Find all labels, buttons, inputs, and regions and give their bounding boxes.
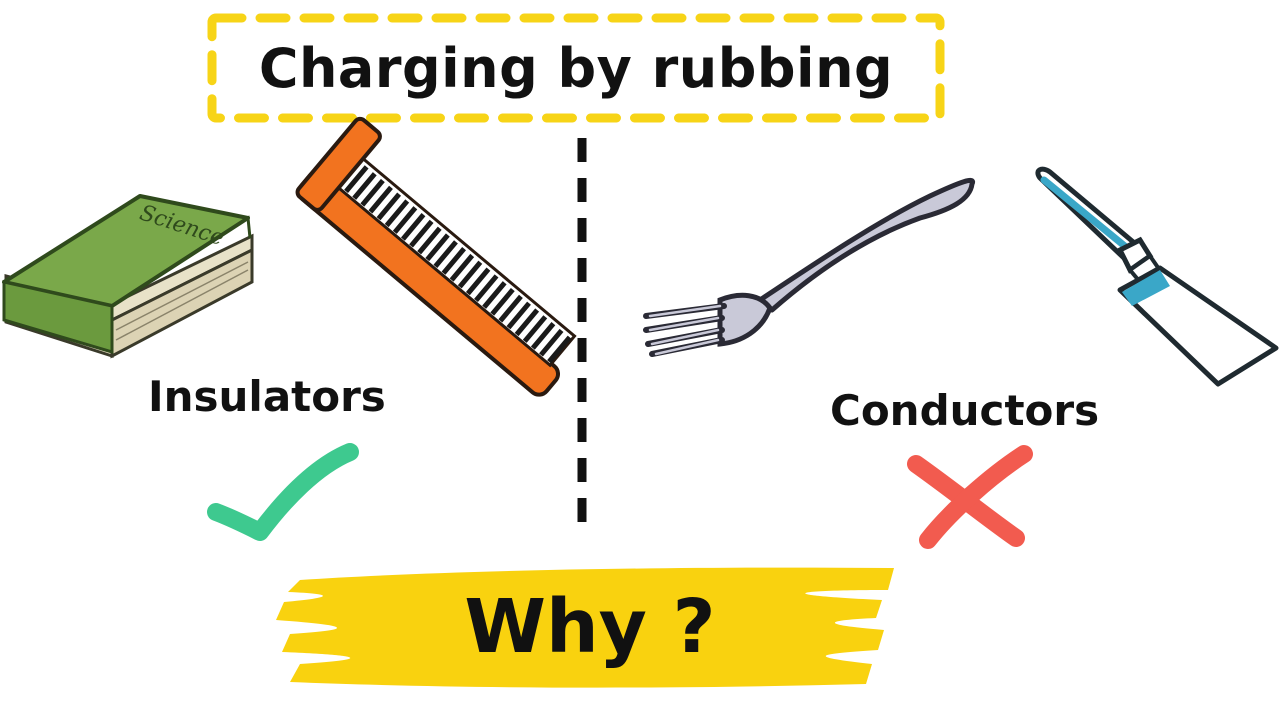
comb-tooth [465, 267, 491, 296]
comb-tooth [522, 315, 548, 343]
comb-tooth [474, 274, 499, 303]
comb-tooth [449, 253, 475, 282]
comb-tooth [352, 172, 377, 200]
comb-tooth [498, 294, 523, 323]
comb-tooth [417, 226, 442, 255]
comb-tooth [360, 178, 385, 207]
comb-tooth [482, 281, 507, 309]
insulators-label: Insulators [148, 372, 386, 421]
comb-tooth [506, 301, 531, 330]
comb-tooth [368, 185, 393, 214]
comb-tooth [376, 192, 402, 221]
comb-tooth [530, 322, 556, 350]
comb-tooth [425, 233, 450, 262]
comb-tooth [433, 240, 458, 268]
comb-tooth [457, 260, 483, 289]
comb-tooth [384, 199, 410, 228]
comb-tooth [441, 247, 466, 275]
page-title: Charging by rubbing [258, 36, 894, 100]
question-text: Why ? [464, 584, 716, 670]
comb-tooth [514, 308, 540, 337]
comb-tooth [392, 206, 418, 234]
comb-tooth [400, 212, 426, 241]
comb-tooth [344, 165, 369, 194]
comb-tooth [409, 219, 434, 248]
conductors-label: Conductors [830, 386, 1100, 435]
comb-tooth [539, 328, 564, 357]
comb-tooth [490, 287, 515, 316]
comb-tooth [547, 335, 572, 364]
